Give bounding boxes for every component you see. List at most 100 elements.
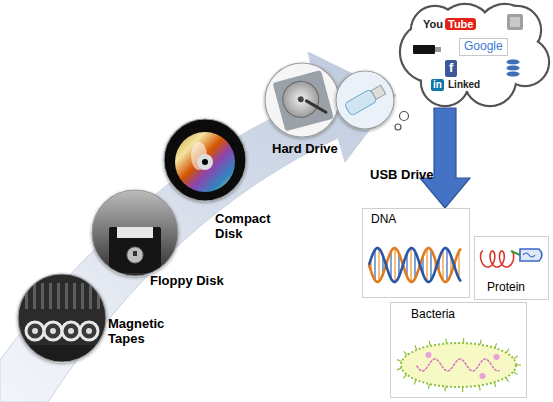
picture-ground xyxy=(17,273,107,363)
node-label: Floppy Disk xyxy=(150,274,224,289)
medium-picture xyxy=(264,62,340,138)
tape-rack xyxy=(57,283,60,309)
app-icon xyxy=(507,14,523,30)
database-icon xyxy=(506,65,520,71)
picture-ground xyxy=(335,70,395,130)
picture-ground xyxy=(91,189,179,277)
tape-rack xyxy=(65,283,68,309)
cilium xyxy=(428,384,429,389)
dna-strand xyxy=(369,248,461,282)
node-label: Bacteria xyxy=(411,308,455,322)
base-pair xyxy=(426,249,428,282)
cilium xyxy=(403,374,406,378)
tape-reel xyxy=(80,322,98,340)
picture-ground xyxy=(264,62,340,138)
picture-ground xyxy=(91,189,179,277)
tape-rack xyxy=(25,283,28,309)
medium-picture xyxy=(17,273,107,363)
biology-box: DNA xyxy=(362,208,470,298)
reel-hub xyxy=(32,328,38,334)
block-arrow xyxy=(420,108,470,208)
floppy-picture xyxy=(91,189,179,277)
medium-outline xyxy=(265,63,339,137)
protein-helix xyxy=(481,251,514,267)
node-label: Hard Drive xyxy=(272,142,338,157)
base-pair xyxy=(374,250,376,280)
tape-rack xyxy=(49,283,52,309)
tape-rack xyxy=(41,283,44,309)
logo-text: You xyxy=(423,18,443,31)
medium-outline xyxy=(92,190,178,276)
floppy-label xyxy=(117,227,153,238)
app-icon xyxy=(510,17,520,27)
medium-picture xyxy=(91,189,179,277)
logo-text: Linked xyxy=(448,79,480,91)
storage-medium: Floppy Disk xyxy=(91,189,179,277)
floppy-hole xyxy=(133,251,137,256)
thought-cloud: YouTubeGooglefinLinked xyxy=(395,2,550,108)
ribosome xyxy=(426,352,432,358)
node-label: Compact Disk xyxy=(215,212,277,242)
thought-bubble xyxy=(400,112,409,121)
storage-medium: USB Drive xyxy=(335,70,395,130)
node-label: DNA xyxy=(371,213,396,227)
reel-hub xyxy=(68,328,74,334)
storage-medium: Magnetic Tapes xyxy=(17,273,107,363)
platter xyxy=(279,77,323,121)
picture-ground xyxy=(163,118,247,202)
cloud-fill xyxy=(436,23,504,91)
medium-outline xyxy=(164,119,246,201)
tape-reel xyxy=(26,322,44,340)
database-icon xyxy=(506,59,520,65)
ribosome xyxy=(480,373,486,379)
spindle xyxy=(297,96,304,103)
medium-picture xyxy=(335,70,395,130)
cilium xyxy=(513,372,517,375)
protein-sheet xyxy=(523,253,535,257)
floppy-body xyxy=(109,227,161,273)
biology-box: Protein xyxy=(474,236,549,300)
database-icon xyxy=(506,71,520,77)
logo-text: in xyxy=(431,79,444,91)
evolution-arrow xyxy=(0,52,396,402)
tape-rack xyxy=(81,283,84,309)
base-pair xyxy=(442,250,444,280)
bacterium-cell xyxy=(401,343,516,387)
tape-reel xyxy=(44,322,62,340)
medium-picture xyxy=(163,118,247,202)
bacterium-dna xyxy=(417,359,500,371)
thought-bubble xyxy=(395,124,401,130)
base-pair xyxy=(446,249,448,282)
medium-outline xyxy=(336,71,394,129)
logo-text: Google xyxy=(459,38,508,56)
biology-box: Bacteria xyxy=(390,302,527,398)
medium-outline xyxy=(18,274,106,362)
cd-picture xyxy=(163,118,247,202)
usb-icon xyxy=(413,45,435,54)
usb-plug xyxy=(371,85,386,99)
drive-body xyxy=(273,70,334,131)
dna-strand xyxy=(369,248,461,282)
reel-hub xyxy=(86,328,92,334)
base-pair xyxy=(394,248,396,282)
tape-rack xyxy=(73,283,76,309)
base-pair xyxy=(410,248,412,282)
ribosome xyxy=(494,354,500,360)
base-pair xyxy=(430,250,432,280)
tape-rack xyxy=(33,283,36,309)
tapes-picture xyxy=(17,273,107,363)
cilium xyxy=(404,351,407,355)
cilium xyxy=(397,360,402,362)
node-label: Protein xyxy=(487,281,525,295)
cilium xyxy=(397,368,402,370)
disc-hole xyxy=(202,159,208,165)
node-label: USB Drive xyxy=(370,168,434,183)
cilium xyxy=(514,356,518,359)
storage-medium: Hard Drive xyxy=(264,62,340,138)
reel-hub xyxy=(50,328,56,334)
base-pair xyxy=(378,249,380,282)
tape-reel xyxy=(62,322,80,340)
cilium xyxy=(444,386,446,391)
disc xyxy=(175,132,235,192)
